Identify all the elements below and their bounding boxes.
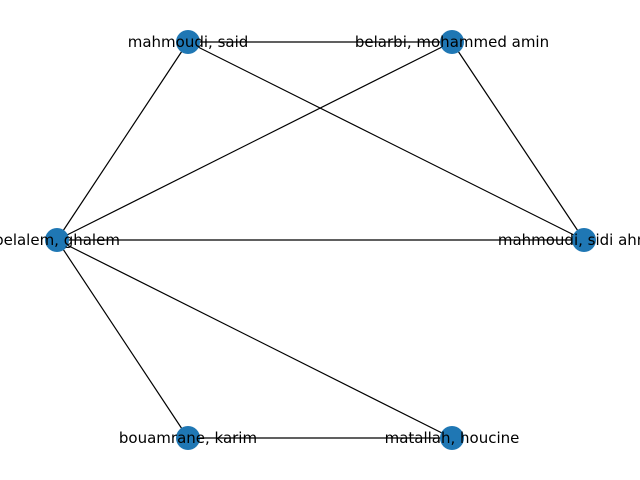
graph-edge-n1-n3: [56, 41, 189, 241]
node-label-n2: belarbi, mohammed amin: [355, 33, 549, 51]
graph-edge-n2-n4: [451, 41, 585, 241]
graph-edge-n1-n4: [187, 41, 585, 241]
graph-edge-n2-n3: [56, 41, 453, 241]
node-label-n6: matallah, houcine: [385, 429, 520, 447]
node-label-n5: bouamrane, karim: [119, 429, 257, 447]
graph-node-n6: [440, 426, 464, 450]
graph-node-n4: [572, 228, 596, 252]
node-label-n3: belalem, ghalem: [0, 231, 120, 249]
graph-node-n3: [45, 228, 69, 252]
graph-edge-n3-n6: [56, 239, 453, 439]
graph-edge-n3-n5: [56, 239, 189, 439]
node-label-n4: mahmoudi, sidi ahmed: [498, 231, 640, 249]
node-label-n1: mahmoudi, said: [128, 33, 249, 51]
graph-node-n5: [176, 426, 200, 450]
graph-nodes: [45, 30, 596, 450]
graph-edges: [56, 41, 585, 439]
graph-node-n1: [176, 30, 200, 54]
graph-labels: mahmoudi, said belarbi, mohammed amin bela…: [0, 33, 640, 447]
graph-node-n2: [440, 30, 464, 54]
